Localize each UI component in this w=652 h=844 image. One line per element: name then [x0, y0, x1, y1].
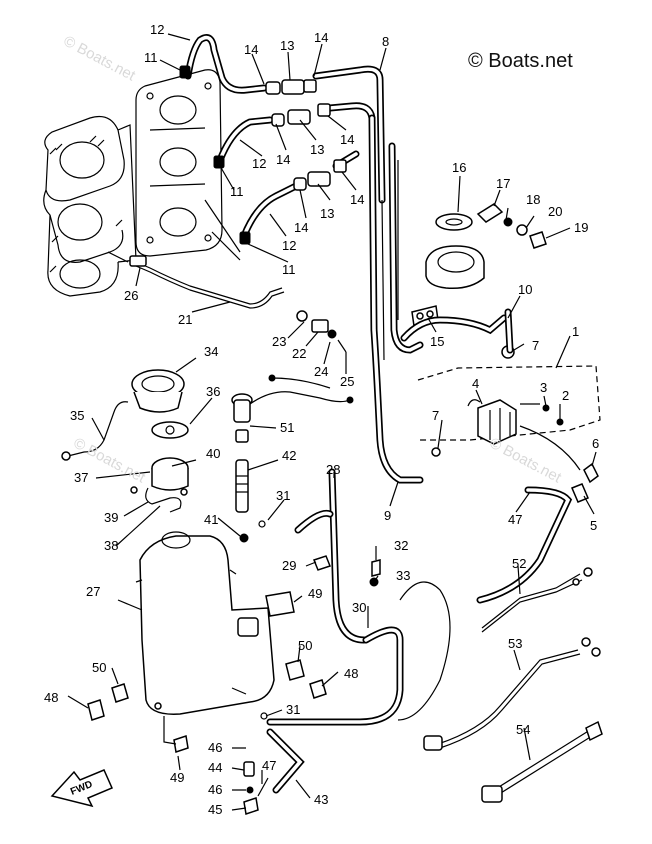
callout-3: 3	[540, 380, 547, 395]
callout-11: 11	[230, 184, 244, 199]
callout-48: 48	[344, 666, 358, 681]
callout-18: 18	[526, 192, 540, 207]
callout-27: 27	[86, 584, 100, 599]
callout-16: 16	[452, 160, 466, 175]
callout-47: 47	[508, 512, 522, 527]
forward-direction-arrow: FWD	[50, 769, 113, 808]
callout-4: 4	[472, 376, 479, 391]
callout-14: 14	[294, 220, 308, 235]
callout-14: 14	[340, 132, 354, 147]
callout-10: 10	[518, 282, 532, 297]
callout-32: 32	[394, 538, 408, 553]
small-fittings	[87, 520, 381, 815]
fuel-line-21	[107, 251, 347, 353]
callout-22: 22	[292, 346, 306, 361]
callout-26: 26	[124, 288, 138, 303]
callout-15: 15	[430, 334, 444, 349]
callout-29: 29	[282, 558, 296, 573]
hose-clips-11	[179, 65, 251, 245]
callout-53: 53	[508, 636, 522, 651]
callout-5: 5	[590, 518, 597, 533]
callout-13: 13	[310, 142, 324, 157]
callout-8: 8	[382, 34, 389, 49]
callout-34: 34	[204, 344, 218, 359]
check-valve-13-a	[265, 79, 317, 95]
fuel-filter-assembly	[417, 345, 601, 503]
fuel-pump-assembly	[411, 203, 547, 327]
callout-7: 7	[432, 408, 439, 423]
callout-37: 37	[74, 470, 88, 485]
callout-25: 25	[340, 374, 354, 389]
callout-52: 52	[512, 556, 526, 571]
callout-11: 11	[144, 50, 158, 65]
callout-13: 13	[320, 206, 334, 221]
callout-12: 12	[282, 238, 296, 253]
boats-net-watermark: © Boats.net	[468, 50, 573, 72]
callout-48: 48	[44, 690, 58, 705]
intake-manifold-drawing	[135, 69, 241, 261]
callout-41: 41	[204, 512, 218, 527]
cylinder-block-drawing	[43, 115, 137, 297]
callout-28: 28	[326, 462, 340, 477]
long-fuel-hoses-8-9	[368, 114, 424, 484]
callout-47: 47	[262, 758, 276, 773]
callout-23: 23	[272, 334, 286, 349]
callout-51: 51	[280, 420, 294, 435]
callout-9: 9	[384, 508, 391, 523]
callout-38: 38	[104, 538, 118, 553]
callout-21: 21	[178, 312, 192, 327]
callout-13: 13	[280, 38, 294, 53]
callout-50: 50	[92, 660, 106, 675]
wire-harnesses	[423, 567, 603, 803]
callout-11: 11	[282, 262, 296, 277]
callout-46: 46	[208, 782, 222, 797]
callout-33: 33	[396, 568, 410, 583]
callout-19: 19	[574, 220, 588, 235]
callout-49: 49	[308, 586, 322, 601]
callout-24: 24	[314, 364, 328, 379]
callout-42: 42	[282, 448, 296, 463]
callout-50: 50	[298, 638, 312, 653]
callout-12: 12	[252, 156, 266, 171]
oil-tank-27	[135, 531, 275, 715]
lower-fuel-hoses	[266, 308, 573, 794]
callout-31: 31	[286, 702, 300, 717]
callout-43: 43	[314, 792, 328, 807]
callout-31: 31	[276, 488, 290, 503]
callout-35: 35	[70, 408, 84, 423]
callout-45: 45	[208, 802, 222, 817]
callout-40: 40	[206, 446, 220, 461]
callout-7: 7	[532, 338, 539, 353]
oil-tank-cap-parts	[130, 369, 189, 513]
callout-14: 14	[244, 42, 258, 57]
callout-39: 39	[104, 510, 118, 525]
callout-46: 46	[208, 740, 222, 755]
callout-numbers: 12 11 14 13 14 8 14 13 14 12 11 14 13 14…	[44, 22, 599, 817]
callout-49: 49	[170, 770, 184, 785]
check-valve-13-b	[271, 103, 331, 127]
callout-6: 6	[592, 436, 599, 451]
callout-30: 30	[352, 600, 366, 615]
callout-14: 14	[314, 30, 328, 45]
check-valve-13-c	[293, 159, 347, 191]
callout-36: 36	[206, 384, 220, 399]
callout-2: 2	[562, 388, 569, 403]
callout-54: 54	[516, 722, 530, 737]
callout-12: 12	[150, 22, 164, 37]
callout-17: 17	[496, 176, 510, 191]
callout-1: 1	[572, 324, 579, 339]
callout-44: 44	[208, 760, 222, 775]
callout-14: 14	[276, 152, 290, 167]
filter-cap-51-42	[231, 374, 354, 543]
callout-20: 20	[548, 204, 562, 219]
leader-lines	[67, 33, 597, 811]
callout-14: 14	[350, 192, 364, 207]
